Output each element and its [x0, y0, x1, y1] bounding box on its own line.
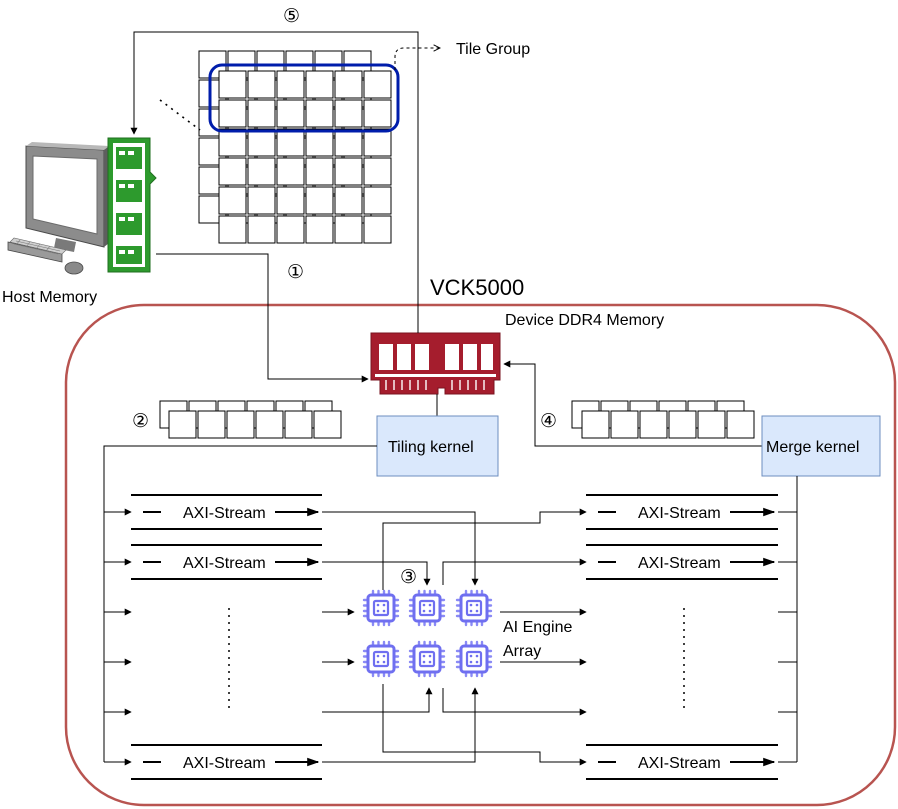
tile [305, 128, 334, 157]
step-5-marker: ⑤ [283, 6, 300, 27]
tile [197, 410, 226, 439]
tile [247, 215, 276, 244]
ai-engine-array [362, 589, 493, 678]
tile [363, 99, 392, 128]
tile [276, 128, 305, 157]
tile [668, 410, 697, 439]
tile [247, 70, 276, 99]
tile [276, 70, 305, 99]
tile [218, 186, 247, 215]
axi-stream-label: AXI-Stream [638, 555, 721, 572]
tile [334, 70, 363, 99]
tile [284, 410, 313, 439]
flow-1-line [156, 253, 369, 383]
ai-engine-chip-icon [362, 640, 400, 678]
tile [247, 128, 276, 157]
tile [247, 157, 276, 186]
step-1-marker: ① [287, 262, 304, 283]
tile [168, 410, 197, 439]
tile [363, 70, 392, 99]
tile [305, 186, 334, 215]
ai-engine-label-line1: AI Engine [503, 619, 572, 636]
axi-stream-right: AXI-Stream [586, 744, 778, 780]
vck5000-label: VCK5000 [430, 275, 524, 300]
ai-engine-chip-icon [455, 640, 493, 678]
ai-engine-label-line2: Array [503, 643, 541, 660]
step-4-marker: ④ [540, 411, 557, 432]
tile [218, 128, 247, 157]
ai-engine-chip-icon [408, 640, 446, 678]
tile [610, 410, 639, 439]
vck5000-board [64, 303, 897, 807]
tile [305, 157, 334, 186]
tile [218, 70, 247, 99]
axi-stream-label: AXI-Stream [638, 505, 721, 522]
desktop-computer-icon [7, 142, 109, 275]
tile-group-highlight [208, 63, 400, 133]
axi-stream-label: AXI-Stream [183, 555, 266, 572]
tile [276, 157, 305, 186]
tile [276, 215, 305, 244]
device-ram-icon [370, 332, 501, 395]
tiling-kernel-label: Tiling kernel [388, 439, 474, 456]
tile [363, 128, 392, 157]
tile [247, 99, 276, 128]
step-2-marker: ② [132, 411, 149, 432]
flow-4-line [503, 360, 762, 447]
tile [218, 99, 247, 128]
device-memory-label: Device DDR4 Memory [505, 312, 664, 329]
tile [334, 215, 363, 244]
tile [363, 186, 392, 215]
tile [218, 157, 247, 186]
merge-kernel-label: Merge kernel [766, 439, 859, 456]
tile [334, 186, 363, 215]
tile [226, 410, 255, 439]
merge-tile-row [571, 400, 755, 439]
tile [334, 99, 363, 128]
axi-stream-right: AXI-Stream [586, 494, 778, 530]
flow-5-line [130, 31, 419, 333]
tile [581, 410, 610, 439]
tile-grid-ellipsis [159, 99, 201, 131]
tile [276, 186, 305, 215]
tile [726, 410, 755, 439]
tile [276, 99, 305, 128]
tile [639, 410, 668, 439]
host-ram-icon [107, 137, 157, 273]
axi-stream-left: AXI-Stream [131, 494, 322, 530]
tile-group-pointer [394, 48, 440, 70]
axi-stream-label: AXI-Stream [183, 755, 266, 772]
tile [363, 215, 392, 244]
ai-engine-chip-icon [362, 589, 400, 627]
tile [313, 410, 342, 439]
tile-grid [198, 50, 392, 244]
axi-stream-label: AXI-Stream [638, 755, 721, 772]
merge-kernel-box [761, 415, 881, 477]
axi-stream-left: AXI-Stream [131, 544, 322, 580]
tile [334, 157, 363, 186]
ai-engine-chip-icon [455, 589, 493, 627]
axi-stream-left: AXI-Stream [131, 744, 322, 780]
axi-stream-right: AXI-Stream [586, 544, 778, 580]
tile [697, 410, 726, 439]
axi-stream-label: AXI-Stream [183, 505, 266, 522]
tile [247, 186, 276, 215]
tile [334, 128, 363, 157]
tile [363, 157, 392, 186]
tile-group-label: Tile Group [456, 41, 530, 58]
step-3-marker: ③ [400, 567, 417, 588]
ai-engine-chip-icon [408, 589, 446, 627]
tile [255, 410, 284, 439]
tiling-tile-row [159, 400, 342, 439]
tile [305, 70, 334, 99]
tile [305, 99, 334, 128]
tile [305, 215, 334, 244]
host-memory-label: Host Memory [2, 289, 97, 306]
tile [218, 215, 247, 244]
tiling-output-bus [103, 445, 377, 762]
